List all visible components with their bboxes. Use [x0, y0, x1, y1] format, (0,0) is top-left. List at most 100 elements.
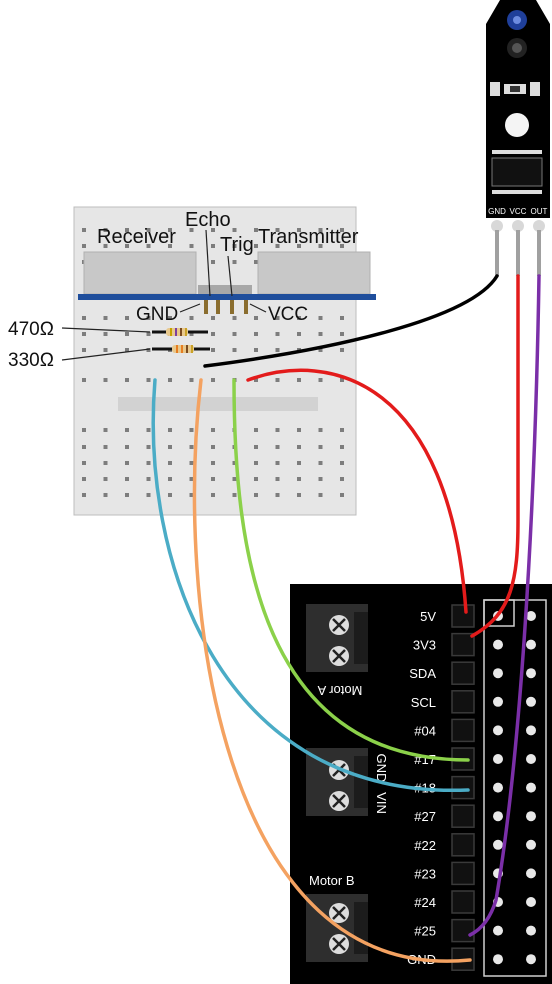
breadboard-hole [146, 316, 151, 320]
header-pin [526, 696, 536, 707]
breadboard-hole [146, 332, 151, 336]
breadboard-hole [168, 428, 172, 432]
wire-blue-echo [151, 378, 470, 792]
breadboard-hole [146, 228, 151, 232]
breadboard-hole [103, 461, 108, 465]
breadboard-hole [232, 228, 237, 232]
breadboard-hole [254, 378, 258, 382]
breadboard-hole [82, 477, 86, 481]
breadboard-hole [340, 348, 344, 352]
header-pin [493, 639, 503, 650]
breadboard-hole [318, 461, 323, 465]
header-pin [526, 611, 536, 621]
header-pin [493, 782, 503, 793]
breadboard-hole [297, 332, 301, 336]
vin-gnd-label: GND [374, 754, 389, 783]
breadboard-hole [125, 348, 129, 352]
breadboard-hole [232, 461, 237, 465]
breadboard-hole [275, 316, 280, 320]
gpio-socket [451, 861, 475, 886]
breadboard-hole [103, 316, 108, 320]
resistor-470 [152, 328, 208, 336]
breadboard-hole [146, 477, 151, 481]
breadboard-hole [275, 428, 280, 432]
breadboard-hole [82, 493, 86, 497]
breadboard-hole [146, 244, 151, 248]
breadboard-hole [275, 228, 280, 232]
wire-red-ir-vcc [470, 274, 520, 638]
breadboard-hole [103, 477, 108, 481]
receiver-label: Receiver [97, 226, 176, 248]
gpio-label: #27 [414, 809, 436, 824]
breadboard-hole [297, 428, 301, 432]
breadboard-hole [189, 445, 194, 449]
r2-pointer-line [61, 348, 151, 361]
breadboard-hole [318, 477, 323, 481]
breadboard-hole [211, 228, 215, 232]
header-pin [493, 811, 503, 822]
ir-pin-vcc-label: VCC [510, 207, 527, 216]
header-pin [493, 954, 503, 965]
header-pin [526, 925, 536, 936]
breadboard-hole [254, 428, 258, 432]
breadboard-hole [189, 477, 194, 481]
breadboard-hole [211, 493, 215, 497]
breadboard-hole [254, 477, 258, 481]
breadboard-hole [125, 244, 129, 248]
breadboard-hole [275, 244, 280, 248]
gpio-label: 5V [420, 609, 436, 624]
breadboard-hole [82, 445, 86, 449]
header-pin [526, 725, 536, 736]
vcc-label: VCC [268, 304, 308, 325]
header-outline [483, 599, 547, 977]
breadboard-hole [125, 428, 129, 432]
breadboard-hole [125, 228, 129, 232]
gpio-socket [451, 718, 475, 743]
breadboard-hole [125, 477, 129, 481]
breadboard-hole [340, 332, 344, 336]
breadboard-hole [254, 332, 258, 336]
breadboard-hole [318, 445, 323, 449]
breadboard-hole [275, 445, 280, 449]
breadboard-hole [82, 332, 86, 336]
breadboard-hole [189, 461, 194, 465]
breadboard-hole [232, 316, 237, 320]
header-pin [526, 811, 536, 822]
header-pin [526, 782, 536, 793]
breadboard-hole [318, 228, 323, 232]
gpio-socket [451, 632, 475, 657]
breadboard-hole [254, 348, 258, 352]
breadboard-hole [275, 461, 280, 465]
wire-red-5v [246, 368, 468, 614]
breadboard-hole [254, 244, 258, 248]
sensor-pins [204, 300, 248, 314]
wire-black-gnd [203, 274, 499, 368]
breadboard-hole [168, 316, 172, 320]
breadboard-hole [82, 461, 86, 465]
gpio-label: #23 [414, 866, 436, 881]
header-pin [526, 839, 536, 850]
gpio-socket [451, 604, 475, 628]
breadboard-hole [340, 378, 344, 382]
breadboard-hole [254, 228, 258, 232]
breadboard-hole [189, 244, 194, 248]
breadboard-hole [340, 493, 344, 497]
breadboard-hole [103, 348, 108, 352]
breadboard-hole [211, 260, 215, 264]
header-pin [526, 954, 536, 965]
breadboard-hole [125, 461, 129, 465]
breadboard-hole [168, 228, 172, 232]
breadboard-hole [297, 461, 301, 465]
trig-label: Trig [220, 234, 254, 256]
breadboard-hole [103, 445, 108, 449]
breadboard-hole [318, 493, 323, 497]
breadboard-hole [318, 348, 323, 352]
breadboard-hole [211, 461, 215, 465]
breadboard-hole [340, 316, 344, 320]
header-pin [526, 868, 536, 879]
resistor-330-label: 330Ω [8, 350, 54, 371]
breadboard-hole [254, 260, 258, 264]
breadboard-hole [211, 348, 215, 352]
breadboard-hole [125, 493, 129, 497]
